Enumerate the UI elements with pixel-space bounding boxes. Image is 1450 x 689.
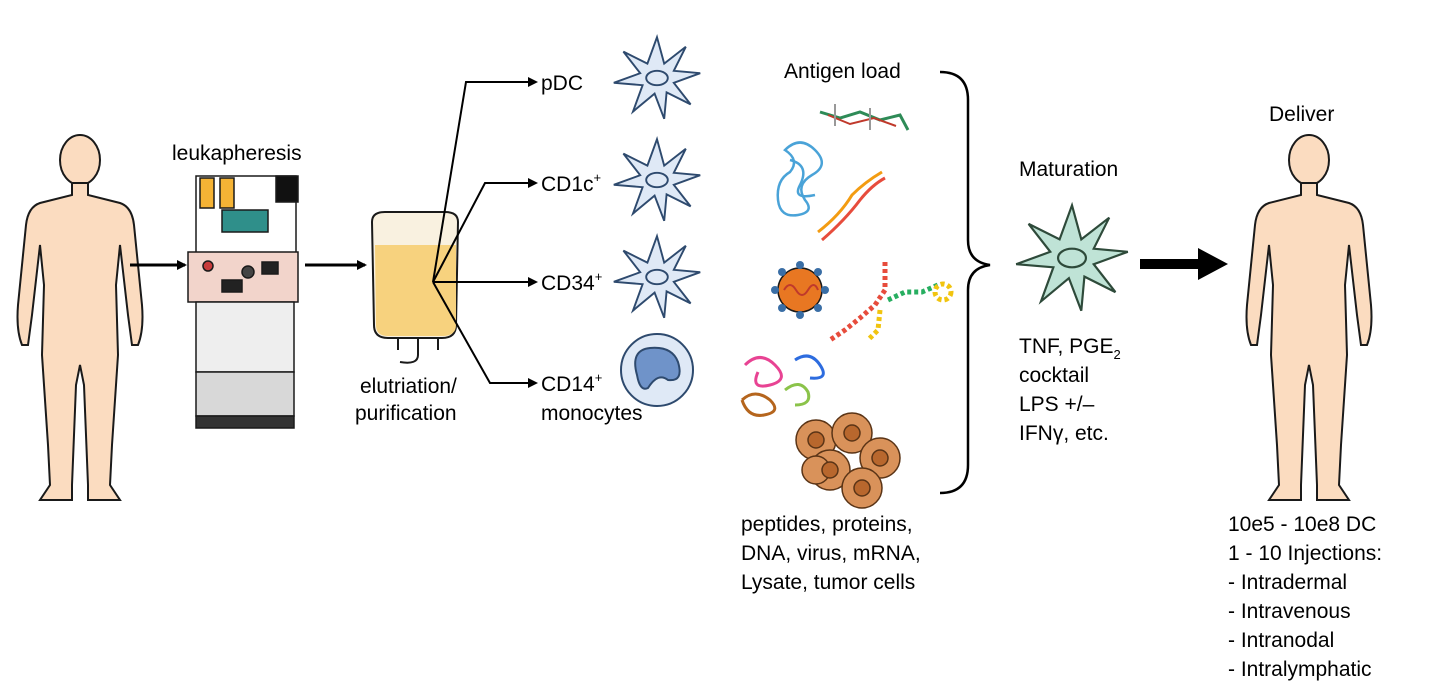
deliver-label: Deliver xyxy=(1269,103,1334,126)
apheresis-machine-icon xyxy=(187,175,299,429)
delivery-info-text: 10e5 - 10e8 DC 1 - 10 Injections: - Intr… xyxy=(1228,513,1388,681)
mrna-icon xyxy=(828,262,954,343)
recipient-figure-icon xyxy=(1245,134,1373,501)
patient-figure-icon xyxy=(16,134,144,501)
virus-icon xyxy=(771,261,829,319)
maturation-conditions-text: TNF, PGE2 cocktail LPS +/– IFNγ, etc. xyxy=(1019,335,1127,445)
branch-arrows xyxy=(432,77,538,388)
cd34-dendritic-cell-icon xyxy=(612,235,702,319)
leukapheresis-label: leukapheresis xyxy=(172,142,302,165)
maturation-label: Maturation xyxy=(1019,158,1118,181)
monocytes-label: monocytes xyxy=(541,402,643,425)
dna-helix-icon xyxy=(817,170,886,242)
antigen-types-text: peptides, proteins, DNA, virus, mRNA, Ly… xyxy=(741,513,927,594)
monocyte-icon xyxy=(620,333,694,407)
pdc-dendritic-cell-icon xyxy=(612,36,702,120)
mature-dendritic-cell-icon xyxy=(1015,204,1129,312)
arrow-to-delivery xyxy=(1140,248,1228,280)
protein-icon xyxy=(776,141,823,217)
blood-bag-icon xyxy=(370,211,460,364)
cd14-label: CD14+ xyxy=(541,370,602,396)
elutriation-label: elutriation/ purification xyxy=(355,375,463,425)
pdc-label: pDC xyxy=(541,72,583,95)
antigen-brace xyxy=(939,70,991,495)
tumor-cells-icon xyxy=(795,412,901,509)
cd1c-label: CD1c+ xyxy=(541,170,601,196)
lysate-icon xyxy=(740,354,825,417)
cd34-label: CD34+ xyxy=(541,269,602,295)
antigen-load-label: Antigen load xyxy=(784,60,901,83)
cd1c-dendritic-cell-icon xyxy=(612,138,702,222)
peptide-molecule-icon xyxy=(819,104,910,131)
